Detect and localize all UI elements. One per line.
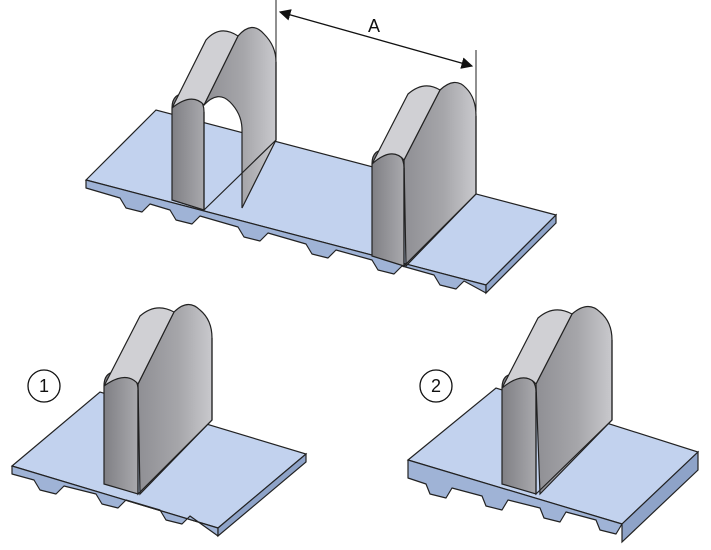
variant-1-belt-side	[217, 452, 307, 538]
top-cleat-left	[171, 26, 277, 212]
dimension-arrow-a	[278, 9, 474, 69]
callout-1-circle	[27, 369, 61, 403]
variant-1-belt-teeth	[11, 465, 219, 537]
top-belt-teeth	[85, 179, 487, 294]
callout-2-label: 2	[431, 376, 441, 396]
variant-2-cleat	[501, 305, 613, 496]
variant-2-belt-side	[621, 450, 699, 544]
callout-2-circle	[419, 369, 453, 403]
top-belt-side	[485, 213, 557, 295]
callout-1-label: 1	[39, 376, 49, 396]
dimension-label-a: A	[368, 16, 380, 36]
variant-2-belt-teeth	[407, 459, 623, 535]
top-belt-surface	[84, 109, 558, 286]
variant-1-cleat	[103, 303, 213, 496]
top-belt-assembly: A	[84, 0, 558, 295]
top-cleat-right	[371, 81, 477, 268]
variant-1-assembly: 1	[10, 303, 308, 538]
variant-2-assembly: 2	[406, 305, 700, 544]
